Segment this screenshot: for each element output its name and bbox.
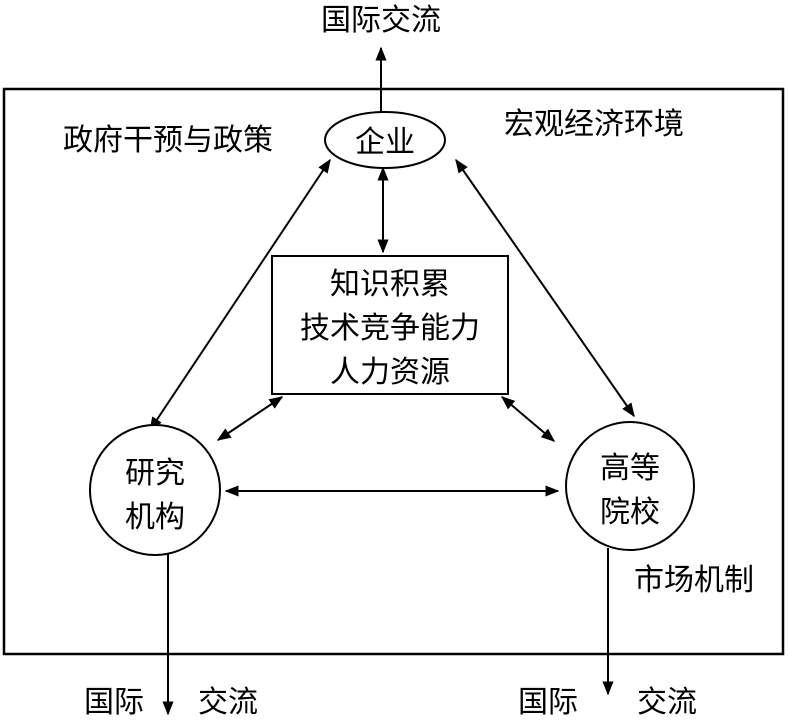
government-policy-label: 政府干预与政策 (63, 123, 273, 158)
intl-exchange-right-label-a: 国际 (518, 685, 578, 720)
market-mechanism-label: 市场机制 (634, 563, 754, 598)
research-line2: 机构 (125, 500, 185, 535)
university-line2: 院校 (600, 495, 660, 530)
center-line3: 人力资源 (330, 355, 450, 390)
intl-exchange-top-label: 国际交流 (321, 3, 441, 38)
enterprise-node (324, 111, 446, 169)
arrow-enterprise-univ (455, 158, 635, 418)
research-line1: 研究 (125, 456, 185, 491)
arrow-enterprise-research (149, 158, 331, 432)
center-line1: 知识积累 (330, 267, 450, 302)
arrow-center-research (216, 396, 284, 441)
university-node (565, 421, 695, 551)
intl-exchange-left-label-a: 国际 (84, 685, 144, 720)
center-box (271, 255, 509, 395)
university-line1: 高等 (600, 451, 660, 486)
center-line2: 技术竞争能力 (300, 311, 480, 346)
arrow-center-univ (500, 396, 556, 442)
research-node (89, 424, 221, 556)
intl-exchange-right-label-b: 交流 (637, 685, 697, 720)
intl-exchange-left-label-b: 交流 (198, 685, 258, 720)
enterprise-label: 企业 (355, 125, 415, 160)
macro-environment-label: 宏观经济环境 (504, 107, 684, 142)
system-boundary-frame (2, 87, 785, 656)
